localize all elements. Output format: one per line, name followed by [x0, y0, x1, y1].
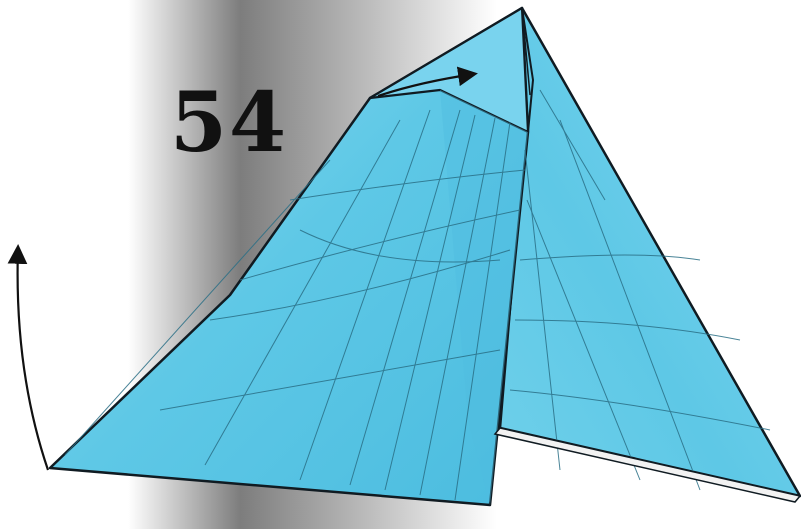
step-number: 54	[170, 82, 288, 164]
